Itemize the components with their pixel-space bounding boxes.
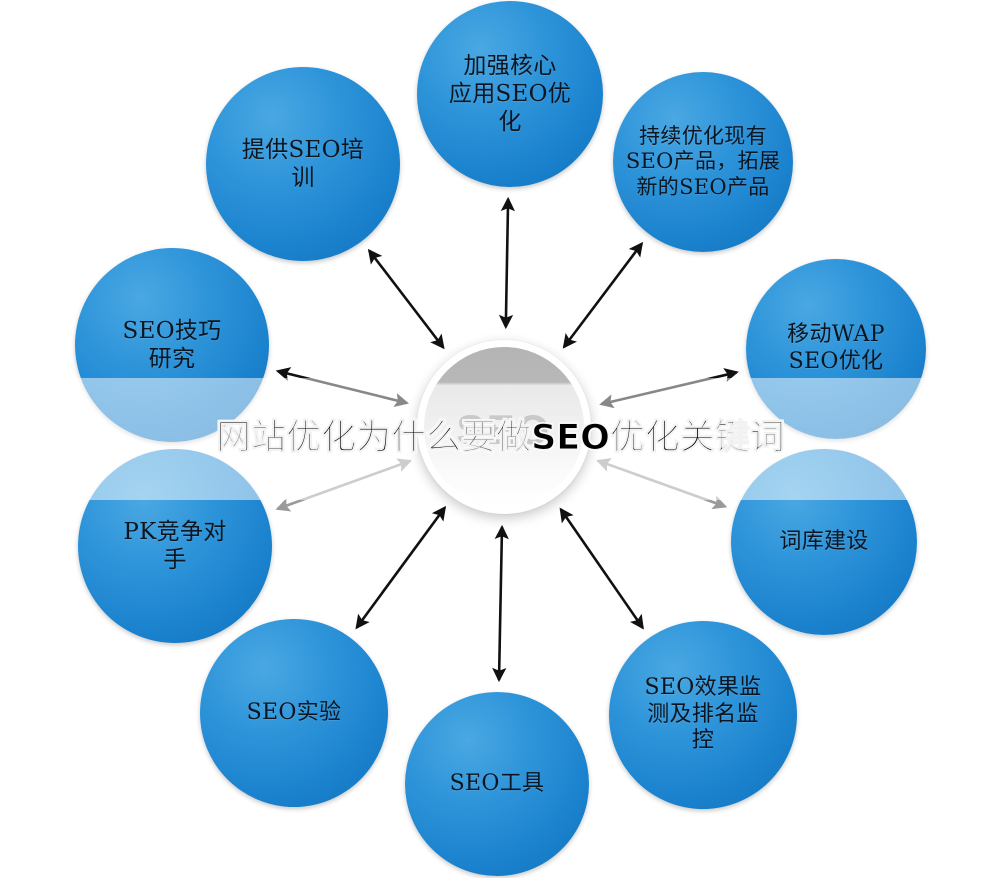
connector-center-to-continuous bbox=[562, 241, 644, 349]
node-label-core-app: 加强核心 应用SEO优 化 bbox=[448, 52, 572, 136]
node-bubble-monitor[interactable]: SEO效果监 测及排名监 控 bbox=[609, 621, 797, 809]
node-label-training: 提供SEO培 训 bbox=[241, 136, 365, 191]
node-label-experiment: SEO实验 bbox=[246, 699, 342, 725]
connector-center-to-lexicon bbox=[596, 458, 728, 510]
connector-center-to-training bbox=[367, 248, 445, 350]
connector-center-to-core-app bbox=[498, 196, 516, 330]
node-label-monitor: SEO效果监 测及排名监 控 bbox=[644, 674, 762, 754]
node-bubble-continuous[interactable]: 持续优化现有 SEO产品，拓展 新的SEO产品 bbox=[613, 72, 793, 252]
seo-watermark-text: SEO bbox=[456, 406, 552, 453]
node-label-tools: SEO工具 bbox=[449, 770, 545, 796]
center-hub[interactable]: SEO bbox=[417, 340, 591, 514]
connector-center-to-experiment bbox=[355, 505, 447, 630]
connector-center-to-pk bbox=[275, 458, 413, 512]
node-bubble-wap[interactable]: 移动WAP SEO优化 bbox=[746, 259, 926, 439]
connector-center-to-wap bbox=[599, 368, 739, 409]
center-hub-inner: SEO bbox=[424, 347, 584, 507]
node-label-wap: 移动WAP SEO优化 bbox=[787, 322, 885, 374]
node-bubble-training[interactable]: 提供SEO培 训 bbox=[206, 67, 400, 261]
node-label-continuous: 持续优化现有 SEO产品，拓展 新的SEO产品 bbox=[625, 123, 781, 199]
node-bubble-core-app[interactable]: 加强核心 应用SEO优 化 bbox=[417, 1, 603, 187]
connector-center-to-tools bbox=[492, 524, 509, 683]
connector-center-to-monitor bbox=[559, 507, 644, 630]
node-bubble-pk[interactable]: PK竞争对 手 bbox=[78, 449, 272, 643]
node-bubble-skills[interactable]: SEO技巧 研究 bbox=[75, 248, 269, 442]
node-bubble-tools[interactable]: SEO工具 bbox=[405, 692, 589, 876]
node-label-pk: PK竞争对 手 bbox=[123, 518, 227, 573]
connector-center-to-skills bbox=[275, 367, 409, 408]
node-label-skills: SEO技巧 研究 bbox=[122, 317, 222, 372]
node-label-lexicon: 词库建设 bbox=[779, 528, 869, 554]
node-bubble-experiment[interactable]: SEO实验 bbox=[200, 619, 388, 807]
node-bubble-lexicon[interactable]: 词库建设 bbox=[731, 449, 917, 635]
